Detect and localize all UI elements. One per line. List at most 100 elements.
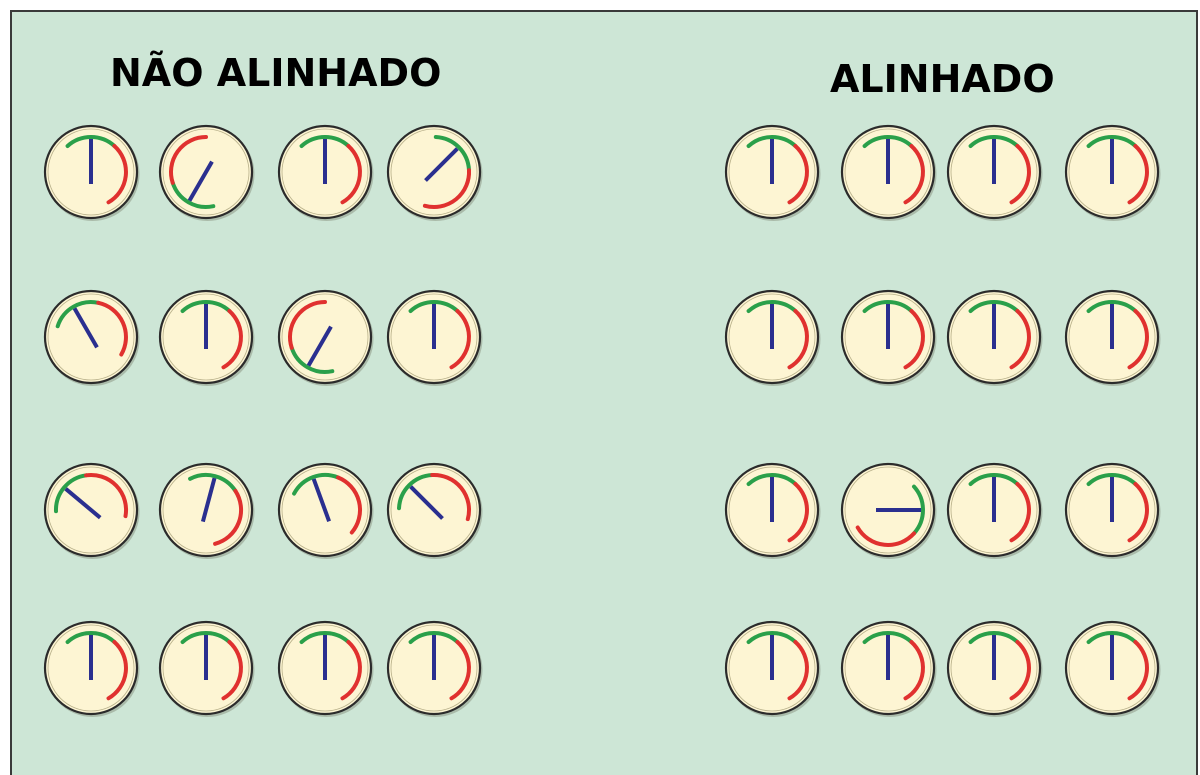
green-arc — [862, 300, 914, 313]
red-arc — [430, 472, 472, 522]
right-gauge-r3-c1 — [724, 462, 821, 559]
gauge-inner-rim — [844, 293, 932, 381]
left-gauge-r4-c4 — [386, 620, 483, 717]
right-gauge-r4-c3 — [946, 620, 1043, 717]
red-arc — [84, 472, 129, 519]
red-arc — [787, 640, 809, 701]
green-arc — [1086, 631, 1138, 644]
gauge-inner-rim — [950, 293, 1038, 381]
red-arc — [903, 144, 925, 205]
gauge-inner-rim — [728, 466, 816, 554]
left-gauge-r2-c4 — [386, 289, 483, 386]
red-arc — [1127, 482, 1149, 543]
gauge-inner-rim — [728, 128, 816, 216]
needle — [424, 147, 459, 182]
red-arc — [221, 640, 243, 701]
gauge-inner-rim — [47, 624, 135, 712]
red-arc — [787, 482, 809, 543]
right-gauge-r1-c2 — [840, 124, 937, 221]
red-arc — [449, 640, 471, 701]
red-arc — [96, 300, 128, 357]
red-arc — [422, 168, 472, 210]
green-arc — [968, 473, 1020, 486]
green-arc — [299, 631, 351, 644]
right-gauge-r3-c4 — [1064, 462, 1161, 559]
left-gauge-r1-c2 — [158, 124, 255, 221]
green-arc — [746, 473, 798, 486]
green-arc — [408, 631, 460, 644]
green-arc — [408, 300, 460, 313]
left-gauge-r3-c2 — [158, 462, 255, 559]
needle — [64, 487, 102, 520]
green-arc — [55, 300, 101, 329]
right-gauge-r2-c3 — [946, 289, 1043, 386]
green-arc — [968, 300, 1020, 313]
left-gauge-r1-c1 — [43, 124, 140, 221]
green-arc — [65, 135, 117, 148]
green-arc — [746, 631, 798, 644]
gauge-inner-rim — [728, 293, 816, 381]
right-gauge-r1-c4 — [1064, 124, 1161, 221]
red-arc — [787, 309, 809, 370]
right-gauge-r2-c2 — [840, 289, 937, 386]
right-gauge-r1-c3 — [946, 124, 1043, 221]
red-arc — [1009, 482, 1031, 543]
green-arc — [289, 345, 335, 374]
green-arc — [912, 484, 925, 536]
red-arc — [903, 640, 925, 701]
green-arc — [65, 631, 117, 644]
right-gauge-r2-c1 — [724, 289, 821, 386]
left-gauge-r3-c4 — [386, 462, 483, 559]
green-arc — [299, 135, 351, 148]
red-arc — [1009, 309, 1031, 370]
green-arc — [53, 473, 89, 514]
green-arc — [1086, 135, 1138, 148]
gauge-inner-rim — [950, 624, 1038, 712]
not-aligned-title: NÃO ALINHADO — [110, 51, 442, 95]
red-arc — [221, 309, 243, 370]
red-arc — [1127, 309, 1149, 370]
gauge-inner-rim — [390, 128, 478, 216]
red-arc — [336, 475, 363, 535]
gauge-inner-rim — [162, 128, 250, 216]
left-gauge-r4-c1 — [43, 620, 140, 717]
left-gauge-r3-c1 — [43, 462, 140, 559]
right-gauge-r3-c2 — [840, 462, 937, 559]
green-arc — [292, 472, 341, 496]
gauge-inner-rim — [844, 624, 932, 712]
needle — [200, 477, 217, 523]
gauge-inner-rim — [950, 128, 1038, 216]
green-arc — [746, 135, 798, 148]
gauge-inner-rim — [281, 624, 369, 712]
red-arc — [340, 144, 362, 205]
left-gauge-r1-c4 — [386, 124, 483, 221]
green-arc — [968, 631, 1020, 644]
left-gauge-r3-c3 — [277, 462, 374, 559]
left-gauge-r2-c3 — [277, 289, 374, 386]
gauge-inner-rim — [281, 293, 369, 381]
green-arc — [180, 631, 232, 644]
right-gauge-r1-c1 — [724, 124, 821, 221]
gauge-inner-rim — [47, 466, 135, 554]
red-arc — [340, 640, 362, 701]
green-arc — [170, 180, 216, 209]
gauge-inner-rim — [390, 293, 478, 381]
red-arc — [1009, 640, 1031, 701]
red-arc — [288, 300, 327, 350]
gauge-inner-rim — [1068, 293, 1156, 381]
gauge-inner-rim — [1068, 624, 1156, 712]
gauge-inner-rim — [728, 624, 816, 712]
green-arc — [746, 300, 798, 313]
green-arc — [968, 135, 1020, 148]
green-arc — [1086, 300, 1138, 313]
gauge-inner-rim — [390, 624, 478, 712]
left-gauge-r4-c3 — [277, 620, 374, 717]
red-arc — [449, 309, 471, 370]
gauge-inner-rim — [950, 466, 1038, 554]
green-arc — [862, 631, 914, 644]
red-arc — [106, 144, 128, 205]
green-arc — [180, 300, 232, 313]
needle — [311, 478, 331, 522]
left-gauge-r1-c3 — [277, 124, 374, 221]
